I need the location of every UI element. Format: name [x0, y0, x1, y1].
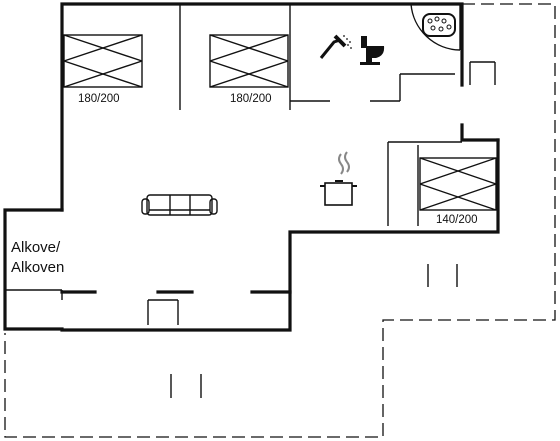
- terrace-markers: [170, 264, 458, 398]
- sofa-icon: [141, 194, 218, 216]
- bed-2: 180/200: [209, 34, 289, 105]
- shower-icon: [319, 34, 352, 59]
- alcove-label-line-2: Alkoven: [11, 259, 64, 276]
- alcove-label-line-1: Alkove/: [11, 239, 61, 256]
- toilet-icon: [360, 36, 385, 65]
- whirlpool-icon: [422, 13, 456, 37]
- bed-3-size-label: 140/200: [436, 214, 478, 226]
- cooking-pot-icon: [320, 151, 357, 206]
- alcove-partition: [5, 289, 292, 325]
- bed-1: 180/200: [63, 34, 143, 105]
- bed-1-size-label: 180/200: [78, 93, 120, 105]
- exterior-walls: [3, 2, 500, 332]
- bed-2-size-label: 180/200: [230, 93, 272, 105]
- bed-3: 140/200: [419, 157, 497, 226]
- interior-walls: [179, 3, 496, 226]
- terrace-outline: [4, 3, 556, 438]
